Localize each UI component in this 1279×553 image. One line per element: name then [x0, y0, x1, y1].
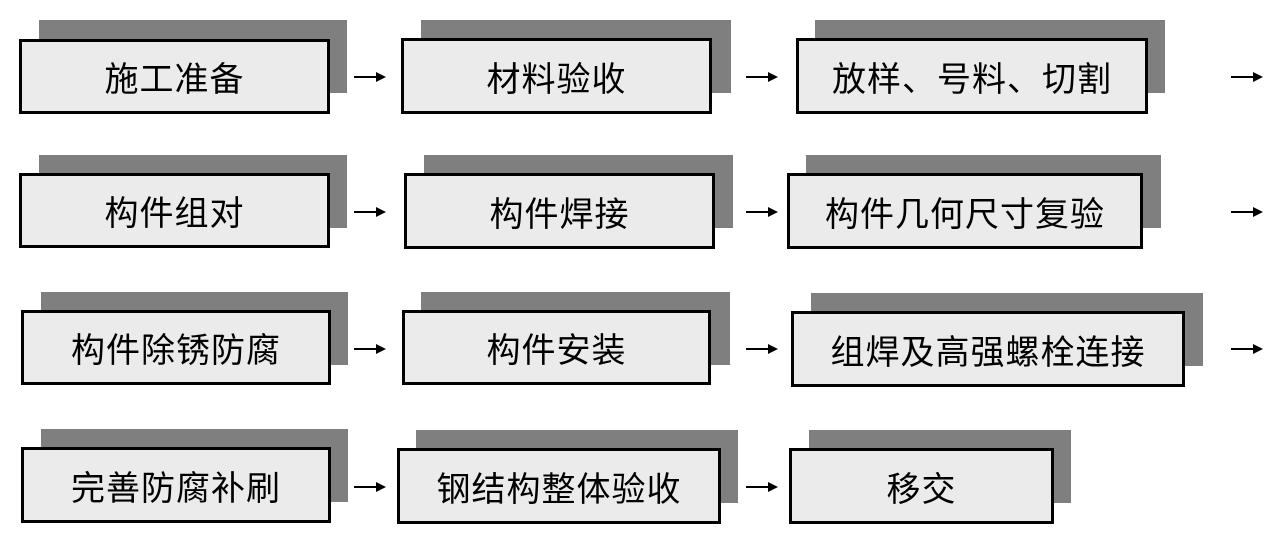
step-box: 完善防腐补刷: [21, 447, 331, 523]
step-box: 构件组对: [19, 173, 330, 248]
arrow-right-icon: [746, 481, 778, 493]
step-box: 钢结构整体验收: [397, 448, 721, 524]
arrow-right-icon: [354, 343, 386, 355]
arrow-right-icon: [1231, 343, 1263, 355]
step-box: 组焊及高强螺栓连接: [791, 311, 1185, 387]
step-box: 材料验收: [401, 38, 712, 114]
step-box: 放样、号料、切割: [796, 38, 1148, 114]
step-box: 移交: [789, 448, 1054, 524]
arrow-right-icon: [746, 206, 778, 218]
step-box: 构件焊接: [404, 173, 715, 249]
step-box: 构件安装: [402, 310, 711, 385]
step-box: 构件几何尺寸复验: [787, 173, 1143, 249]
arrow-right-icon: [354, 481, 386, 493]
arrow-right-icon: [354, 71, 386, 83]
step-box: 施工准备: [19, 39, 330, 114]
arrow-right-icon: [354, 206, 386, 218]
arrow-right-icon: [746, 71, 778, 83]
arrow-right-icon: [746, 343, 778, 355]
arrow-right-icon: [1231, 71, 1263, 83]
arrow-right-icon: [1231, 206, 1263, 218]
step-box: 构件除锈防腐: [21, 310, 331, 385]
